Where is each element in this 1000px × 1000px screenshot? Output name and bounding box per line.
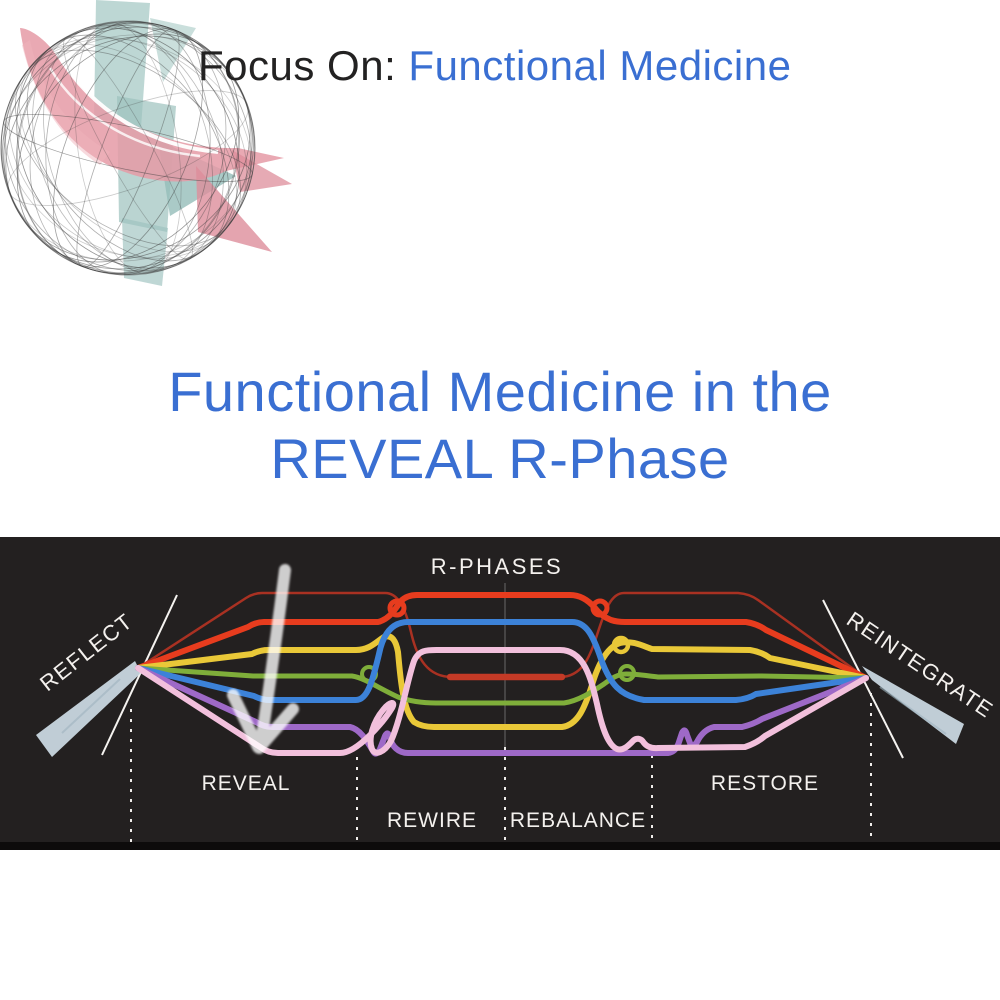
green-loop-right bbox=[618, 664, 636, 682]
line-red bbox=[135, 592, 869, 681]
pink-crescent-highlight bbox=[22, 40, 110, 165]
chalk-arrow-wing-left bbox=[227, 689, 264, 753]
heading-prefix: Focus On: bbox=[198, 42, 397, 89]
red-loop-right bbox=[590, 598, 610, 618]
yellow-loop bbox=[611, 635, 631, 655]
beam-streak-left bbox=[61, 678, 121, 734]
red-loop-left bbox=[387, 598, 407, 618]
heading-highlight: Functional Medicine bbox=[408, 42, 792, 89]
page-title: Functional Medicine in the REVEAL R-Phas… bbox=[0, 358, 1000, 492]
page-title-line2: REVEAL R-Phase bbox=[270, 427, 730, 490]
focus-on-heading: Focus On: Functional Medicine bbox=[198, 42, 791, 90]
pink-dagger-icon bbox=[196, 166, 272, 252]
prism-beam-right bbox=[862, 666, 964, 744]
diagram-title: R-PHASES bbox=[431, 554, 563, 579]
chalk-arrow-annotation bbox=[227, 564, 299, 754]
line-green bbox=[135, 665, 869, 706]
label-phase-reveal: REVEAL bbox=[202, 772, 291, 795]
chalk-arrow-wing-right bbox=[253, 703, 299, 754]
logo-sphere-lines bbox=[0, 20, 256, 276]
line-pink bbox=[135, 646, 869, 756]
brand-logo bbox=[0, 0, 292, 286]
pink-spike-icon bbox=[232, 150, 292, 192]
prism-edge-left bbox=[101, 594, 178, 756]
beam-streak-right bbox=[879, 686, 947, 735]
label-phase-restore: RESTORE bbox=[711, 772, 819, 795]
page-title-line1: Functional Medicine in the bbox=[168, 360, 832, 423]
banner-bottom-strip bbox=[0, 842, 1000, 850]
line-dark-red bbox=[136, 591, 868, 680]
phase-dividers bbox=[130, 693, 872, 842]
white-arc-highlight bbox=[56, 52, 219, 154]
label-phase-rewire: REWIRE bbox=[387, 809, 477, 832]
logo-color-shapes bbox=[20, 0, 292, 286]
chalk-arrow-shaft bbox=[255, 564, 291, 749]
r-phases-diagram: R-PHASES REFLECT REINTEGRATE REVEAL REWI… bbox=[35, 554, 998, 842]
teal-wedge-icon bbox=[150, 18, 196, 82]
r-phases-banner: R-PHASES REFLECT REINTEGRATE REVEAL REWI… bbox=[0, 537, 1000, 850]
white-arc-highlight-2 bbox=[48, 67, 201, 158]
label-phase-rebalance: REBALANCE bbox=[510, 809, 646, 832]
line-blue bbox=[135, 619, 869, 703]
line-yellow bbox=[135, 633, 869, 730]
teal-band-low bbox=[122, 218, 168, 286]
